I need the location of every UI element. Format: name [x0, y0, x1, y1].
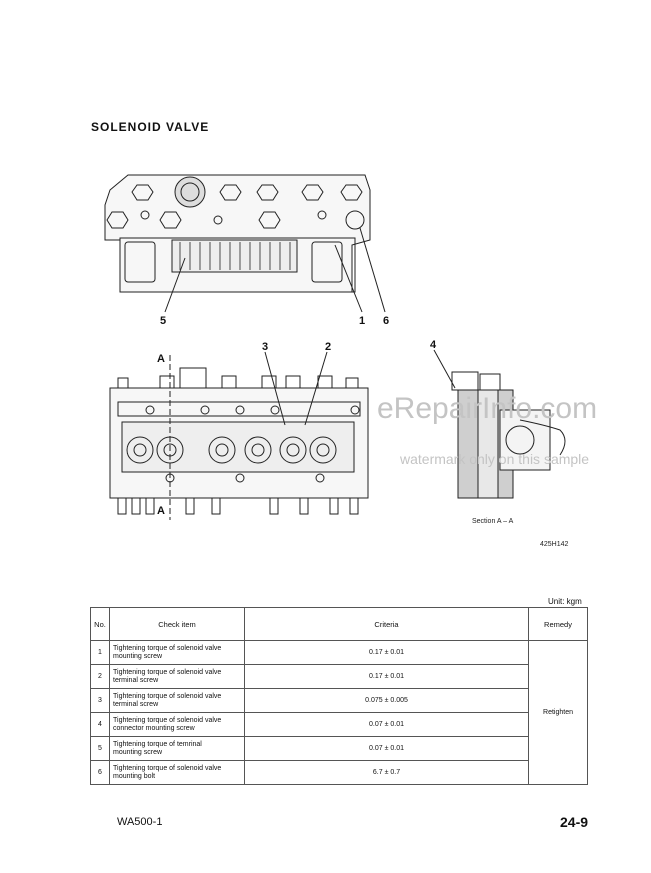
row-no: 5	[90, 736, 110, 761]
solenoid-valve-drawings: 5 1 6 A A 3 2	[104, 174, 569, 548]
row-item-line: Tightening torque of temrinal	[113, 740, 202, 748]
row-item-line: mounting screw	[113, 748, 163, 756]
figure-code: 425H142	[540, 541, 569, 548]
spec-table: No. Check item Criteria Remedy 1 Tighten…	[90, 607, 588, 785]
row-item-line: terminal screw	[113, 676, 159, 684]
row-no: 3	[90, 688, 110, 713]
footer-page-number: 24-9	[560, 814, 589, 830]
row-no: 4	[90, 712, 110, 737]
section-marker-top: A	[157, 353, 165, 365]
remedy-cell: Retighten	[528, 640, 588, 785]
footer-model: WA500-1	[117, 816, 163, 828]
watermark-note: watermark only on this sample	[400, 451, 590, 467]
section-view-drawing	[433, 349, 566, 499]
row-no: 6	[90, 760, 110, 785]
unit-note: Unit: kgm	[548, 597, 582, 606]
top-view-drawing	[104, 174, 386, 313]
callout-1: 1	[359, 315, 365, 327]
row-criteria: 0.07 ± 0.01	[244, 736, 529, 761]
front-view-drawing	[109, 351, 369, 520]
header-criteria: Criteria	[244, 607, 529, 641]
callout-3: 3	[262, 341, 268, 353]
callout-5: 5	[160, 315, 166, 327]
header-check-item: Check item	[109, 607, 245, 641]
page-title: SOLENOID VALVE	[91, 120, 210, 134]
row-criteria: 0.075 ± 0.005	[244, 688, 529, 713]
row-item-line: mounting screw	[113, 652, 163, 660]
section-marker-bottom: A	[157, 505, 165, 517]
callout-2: 2	[325, 341, 331, 353]
callout-4: 4	[430, 339, 437, 351]
row-item-line: Tightening torque of solenoid valve	[113, 764, 222, 772]
row-item-line: Tightening torque of solenoid valve	[113, 668, 222, 676]
row-criteria: 0.17 ± 0.01	[244, 664, 529, 689]
row-criteria: 0.17 ± 0.01	[244, 640, 529, 665]
header-remedy: Remedy	[528, 607, 588, 641]
header-no: No.	[90, 607, 110, 641]
section-caption: Section A – A	[472, 518, 514, 525]
row-item-line: connector mounting screw	[113, 724, 195, 732]
row-item-line: Tightening torque of solenoid valve	[113, 716, 222, 724]
table-header-row: No. Check item Criteria Remedy	[90, 607, 588, 641]
row-item-line: mounting bolt	[113, 772, 156, 780]
callout-6: 6	[383, 315, 389, 327]
row-no: 1	[90, 640, 110, 665]
row-item-line: Tightening torque of solenoid valve	[113, 692, 222, 700]
row-no: 2	[90, 664, 110, 689]
row-criteria: 6.7 ± 0.7	[244, 760, 529, 785]
row-criteria: 0.07 ± 0.01	[244, 712, 529, 737]
row-item-line: terminal screw	[113, 700, 159, 708]
watermark-site: eRepairInfo.com	[377, 392, 598, 425]
row-item-line: Tightening torque of solenoid valve	[113, 644, 222, 652]
